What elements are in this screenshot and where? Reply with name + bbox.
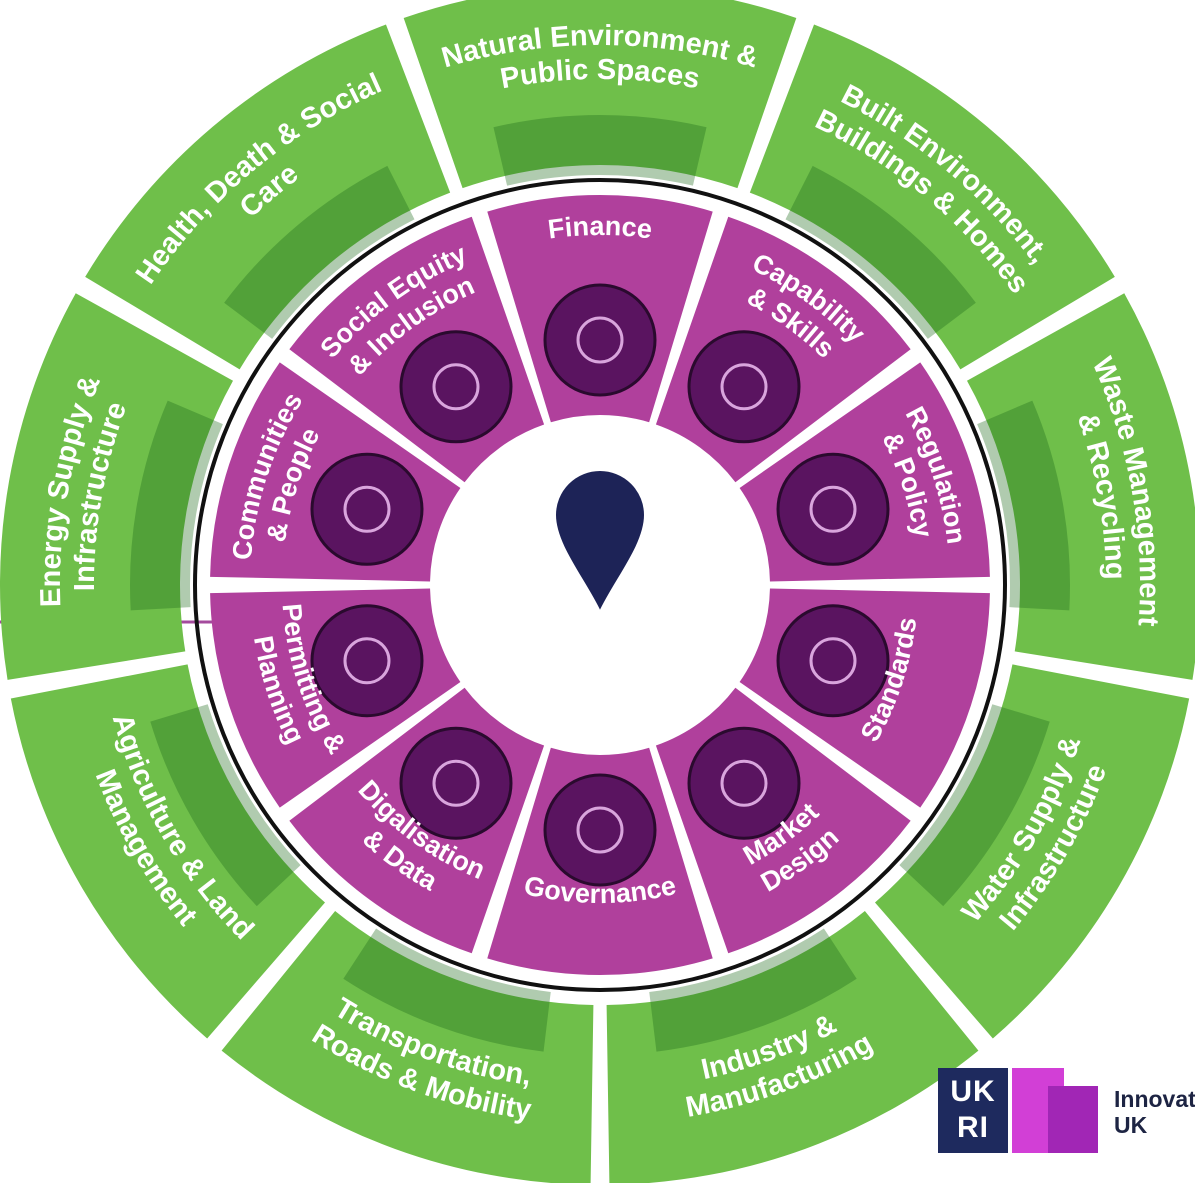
wind-turbine-icon (130, 400, 223, 611)
factory-icon (649, 928, 857, 1052)
logo-purple-block-2 (1048, 1086, 1098, 1153)
outer-segment-agriculture (10, 664, 326, 1039)
trees-icon (493, 115, 707, 186)
gavel-document-icon (776, 452, 890, 566)
inner-label-finance-0: Finance (546, 211, 654, 245)
ukri-logo: UK RI Innovat UK (938, 1068, 1195, 1183)
buildings-icon (785, 165, 976, 339)
outer-segment-water (874, 664, 1190, 1039)
hospital-icon (224, 165, 415, 339)
logo-text-line1: Innovat (1114, 1086, 1195, 1112)
logo-text-line2: UK (1114, 1112, 1148, 1138)
ukri-logo-box: UK RI (938, 1068, 1008, 1153)
tools-icon (687, 330, 801, 444)
data-chart-icon (687, 726, 801, 840)
government-building-icon (543, 773, 657, 887)
outer-segment-built (749, 24, 1115, 370)
outer-segment-transport (221, 910, 594, 1183)
tractor-icon (150, 704, 301, 907)
banknote-icon (543, 283, 657, 397)
ring-divider-circle (193, 178, 1007, 992)
circuit-building-icon (399, 726, 513, 840)
wheelchair-icon (399, 330, 513, 444)
vehicles-icon (343, 928, 551, 1052)
pipes-icon (899, 704, 1050, 907)
outer-segment-energy (0, 293, 234, 680)
outer-segment-natural (403, 0, 797, 189)
logo-wordmark: Innovat UK (1114, 1086, 1195, 1138)
location-pin-icon (553, 469, 647, 615)
smiley-icon (310, 452, 424, 566)
logo-box-line1: UK (950, 1075, 996, 1108)
outer-segment-health (85, 24, 451, 370)
map-plan-icon (310, 604, 424, 718)
outer-segment-industry (606, 910, 979, 1183)
logo-box-line2: RI (957, 1111, 989, 1144)
inner-ring (210, 195, 990, 975)
outer-segment-waste (966, 293, 1195, 680)
checklist-icon (776, 604, 890, 718)
recycling-truck-icon (977, 400, 1070, 611)
